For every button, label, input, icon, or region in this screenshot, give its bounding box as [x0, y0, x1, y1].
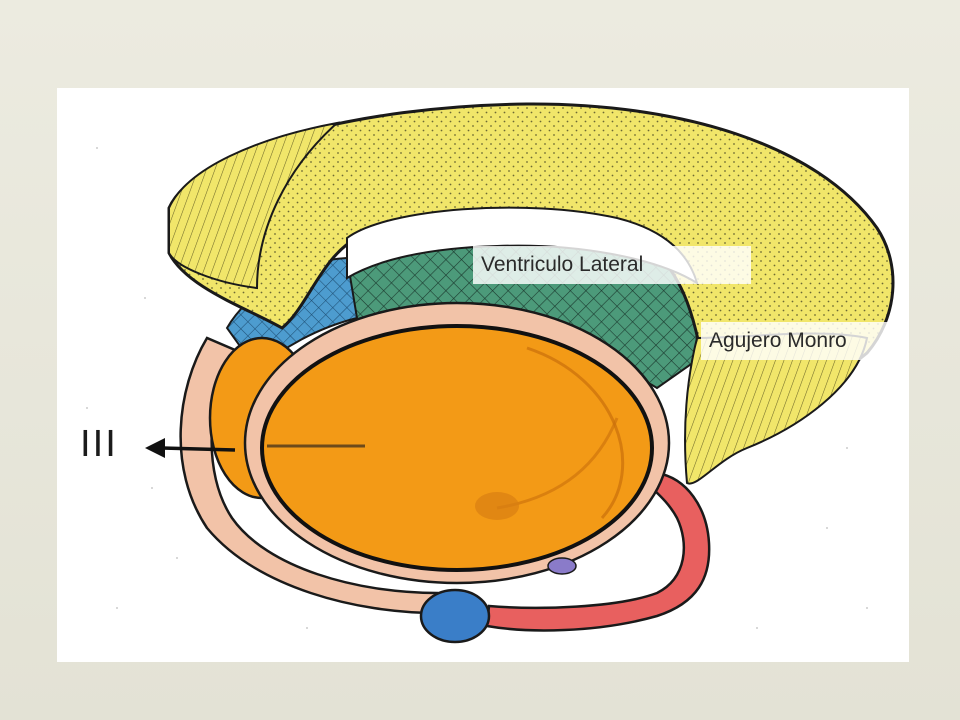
agujero-monro-label: Agujero Monro [701, 322, 909, 360]
third-ventricle-label: III [80, 424, 118, 465]
arrow-left-icon [145, 438, 236, 458]
brain-ventricle-diagram [86, 102, 895, 644]
anatomy-figure: Ventriculo Lateral Agujero Monro [57, 88, 909, 662]
corpus-genu-striped [168, 121, 341, 290]
purple-nucleus [547, 557, 577, 575]
ventriculo-lateral-label: Ventriculo Lateral [473, 246, 751, 284]
thalamus [260, 324, 654, 572]
thalamus-nucleus [475, 492, 519, 520]
mammillary-body [419, 588, 491, 644]
paper-speckles [86, 147, 868, 629]
